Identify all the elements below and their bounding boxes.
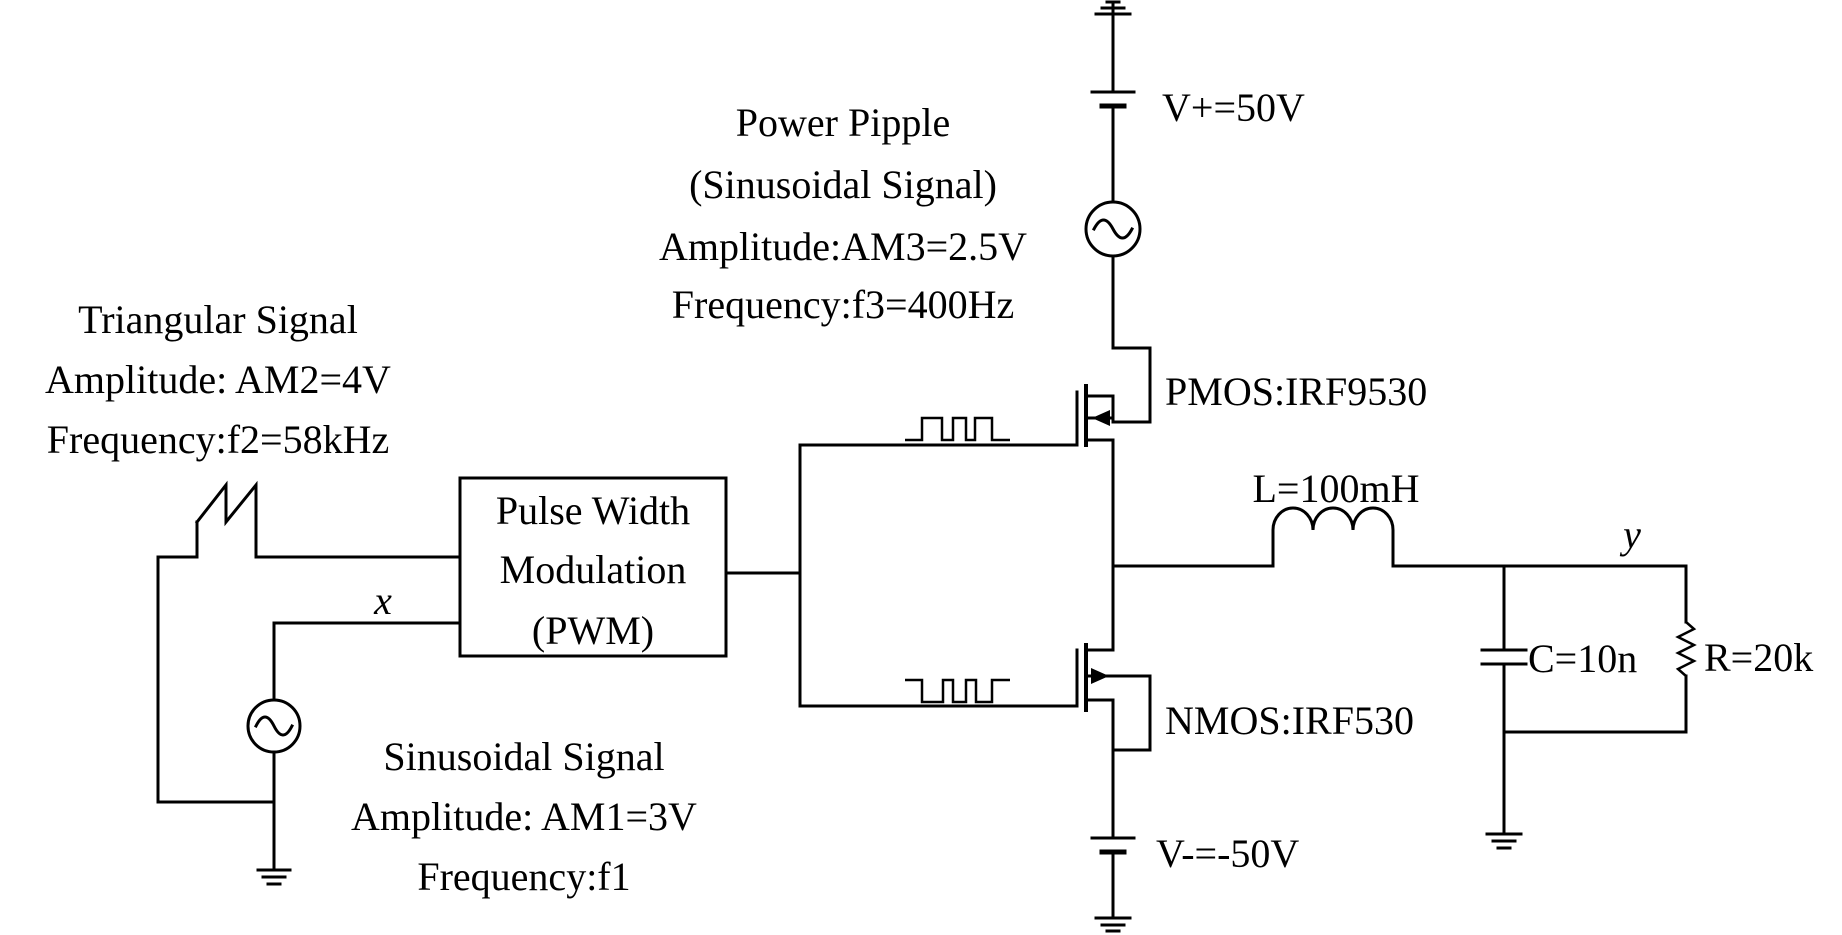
ripple-amplitude: Amplitude:AM3=2.5V	[659, 224, 1027, 269]
ripple-type: (Sinusoidal Signal)	[689, 162, 997, 207]
pwm-label-line1: Pulse Width	[496, 488, 690, 533]
ripple-title: Power Pipple	[736, 100, 950, 145]
sine-input-wire	[272, 621, 462, 702]
sine-frequency: Frequency:f1	[417, 854, 630, 899]
positive-battery-icon	[1090, 90, 1136, 109]
ripple-source-icon	[1084, 200, 1142, 258]
nmos-transistor-icon	[1075, 643, 1152, 752]
negative-supply-label: V-=-50V	[1156, 831, 1299, 876]
nmos-gate-pulse-icon	[905, 678, 1010, 704]
resistor-label: R=20k	[1704, 635, 1813, 680]
input-signal-label: x	[373, 578, 392, 623]
capacitor-icon	[1480, 648, 1528, 666]
triangle-wave-icon	[194, 480, 258, 559]
triangle-ground-wire	[156, 555, 276, 804]
sine-amplitude: Amplitude: AM1=3V	[351, 794, 697, 839]
positive-supply-label: V+=50V	[1162, 85, 1305, 130]
inductor-label: L=100mH	[1253, 466, 1420, 511]
top-ground-icon	[1094, 0, 1132, 16]
negative-battery-icon	[1090, 836, 1136, 855]
resistor-icon	[1675, 621, 1697, 677]
triangle-amplitude: Amplitude: AM2=4V	[45, 357, 391, 402]
pwm-label-line2: Modulation	[500, 547, 687, 592]
sine-ground-icon	[256, 868, 292, 886]
bottom-ground-icon	[1094, 916, 1132, 933]
output-ground-icon	[1485, 832, 1523, 850]
inductor-icon	[1271, 506, 1395, 568]
ripple-frequency: Frequency:f3=400Hz	[672, 282, 1014, 327]
triangle-frequency: Frequency:f2=58kHz	[47, 417, 389, 462]
triangle-title: Triangular Signal	[78, 297, 358, 342]
sine-title: Sinusoidal Signal	[383, 734, 664, 779]
pmos-transistor-icon	[1075, 346, 1152, 447]
pmos-label: PMOS:IRF9530	[1165, 369, 1427, 414]
pmos-gate-pulse-icon	[905, 416, 1010, 442]
output-signal-label: y	[1619, 512, 1641, 557]
capacitor-label: C=10n	[1528, 636, 1637, 681]
nmos-label: NMOS:IRF530	[1165, 698, 1414, 743]
sine-source-icon	[246, 698, 302, 754]
pwm-label-line3: (PWM)	[532, 608, 654, 653]
pwm-block	[458, 476, 728, 658]
